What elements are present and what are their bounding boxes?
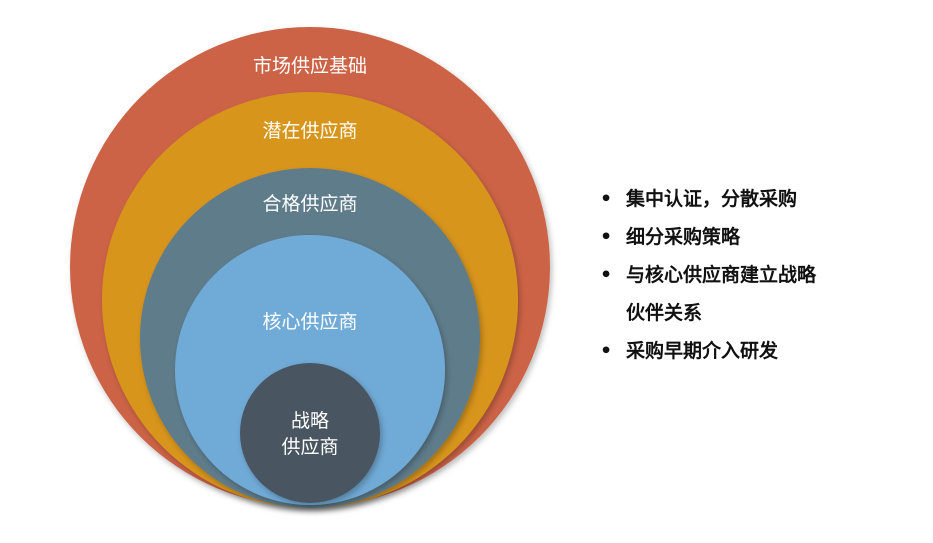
bullet-text-line1: 与核心供应商建立战略	[626, 264, 817, 286]
label-qualified-suppliers: 合格供应商	[262, 193, 357, 215]
bullet-dot-icon: •	[600, 340, 613, 362]
bullet-text: 细分采购策略	[626, 226, 741, 248]
bullet-text: 集中认证，分散采购	[626, 188, 798, 210]
bullet-text: 采购早期介入研发	[626, 340, 779, 362]
bullet-text-line2: 伙伴关系	[626, 302, 703, 324]
bullet-list: • 集中认证，分散采购 • 细分采购策略 • 与核心供应商建立战略 伙伴关系 •…	[598, 180, 918, 370]
bullet-item: • 采购早期介入研发	[598, 332, 918, 370]
bullet-dot-icon: •	[600, 264, 613, 286]
label-market-supply-base: 市场供应基础	[253, 55, 367, 77]
bullet-item: • 与核心供应商建立战略 伙伴关系	[598, 256, 918, 332]
bullet-dot-icon: •	[600, 226, 613, 248]
bullet-item: • 集中认证，分散采购	[598, 180, 918, 218]
ring-strategic-suppliers	[240, 363, 380, 503]
bullet-dot-icon: •	[600, 188, 613, 210]
label-core-suppliers: 核心供应商	[262, 311, 357, 333]
label-strategic-line2: 供应商	[281, 436, 338, 458]
label-potential-suppliers: 潜在供应商	[262, 120, 357, 142]
bullet-item: • 细分采购策略	[598, 218, 918, 256]
label-strategic-line1: 战略	[291, 410, 329, 432]
